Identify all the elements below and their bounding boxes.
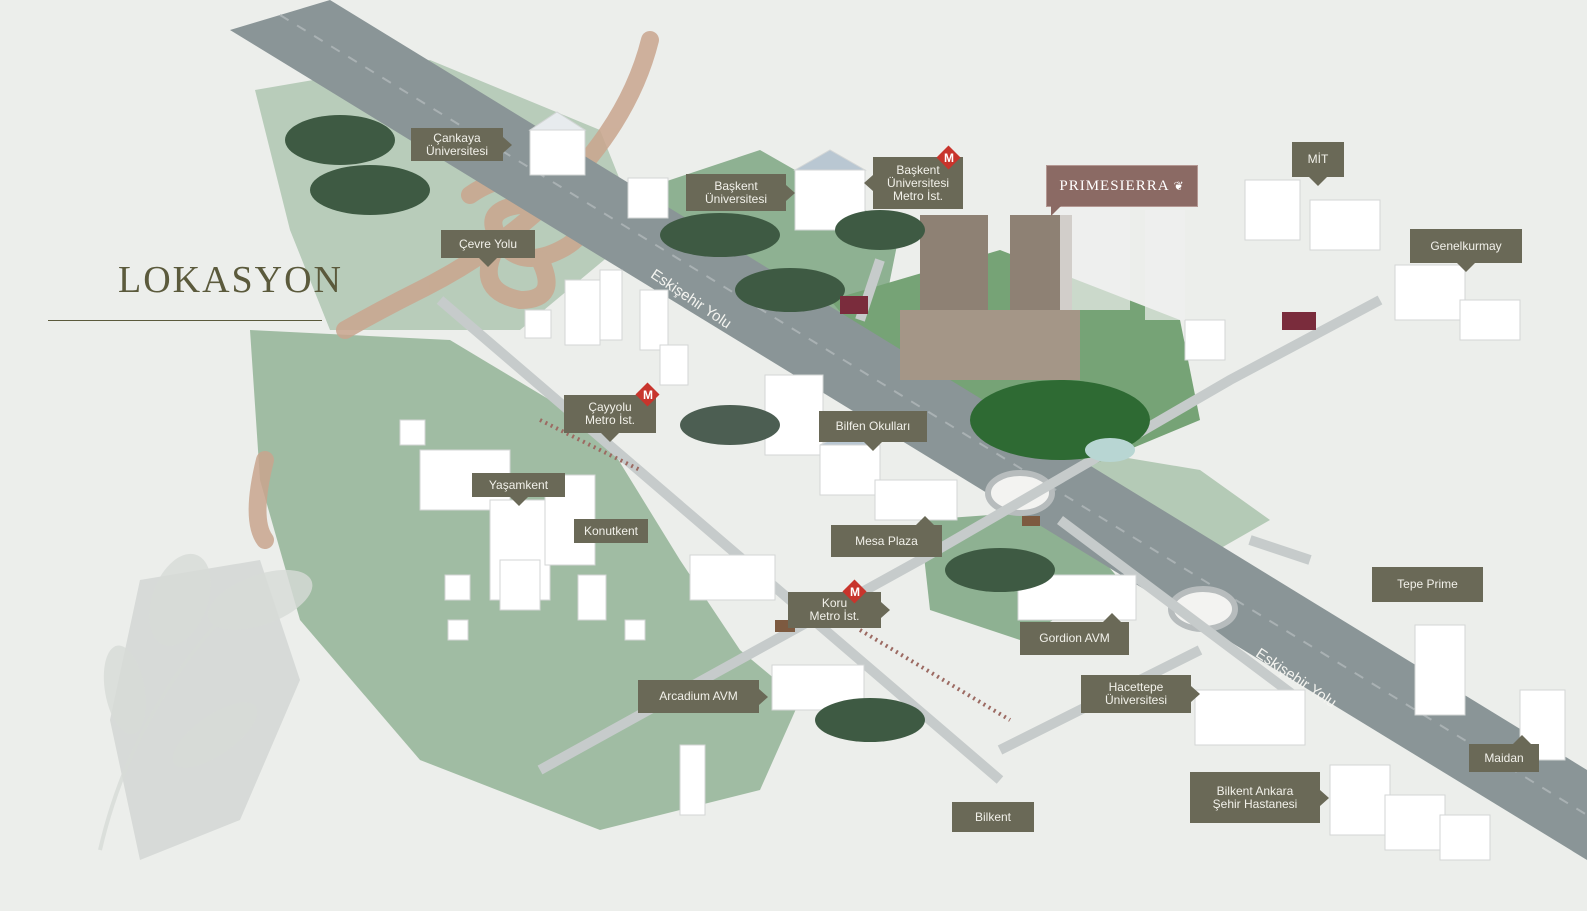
label-baskent-university[interactable]: Başkent Üniversitesi xyxy=(686,174,795,211)
label-hacettepe[interactable]: Hacettepe Üniversitesi xyxy=(1081,675,1200,713)
label-mesa-plaza[interactable]: Mesa Plaza xyxy=(831,516,942,557)
label-tepe-prime[interactable]: Tepe Prime xyxy=(1372,567,1483,602)
vehicles xyxy=(775,296,1316,632)
label-mit[interactable]: MİT xyxy=(1292,142,1344,186)
label-koru-metro[interactable]: Koru Metro İst. xyxy=(788,592,890,628)
title-divider xyxy=(48,320,322,321)
label-yasamkent[interactable]: Yaşamkent xyxy=(472,473,565,506)
label-gordion[interactable]: Gordion AVM xyxy=(1020,613,1129,655)
label-bilkent-hospital[interactable]: Bilkent Ankara Şehir Hastanesi xyxy=(1190,772,1329,823)
label-genelkurmay[interactable]: Genelkurmay xyxy=(1410,229,1522,272)
metro-badge-koru: M xyxy=(842,579,867,604)
brand-name: PRIMESIERRA xyxy=(1059,177,1170,194)
label-cevre-yolu[interactable]: Çevre Yolu xyxy=(441,230,535,267)
primesierra-brand-badge[interactable]: PRIMESIERRA ❦ xyxy=(1046,165,1198,216)
primesierra-towers xyxy=(900,200,1185,380)
buildings xyxy=(399,111,1566,861)
label-bilkent[interactable]: Bilkent xyxy=(952,802,1034,832)
leaf-icon: ❦ xyxy=(1173,178,1185,193)
metro-tracks xyxy=(539,418,1012,722)
label-cayyolu-metro[interactable]: Çayyolu Metro İst. xyxy=(564,395,656,442)
leaf-decoration xyxy=(98,553,313,851)
tree-clusters xyxy=(285,115,1150,742)
label-maidan[interactable]: Maidan xyxy=(1469,735,1539,772)
label-arcadium[interactable]: Arcadium AVM xyxy=(638,680,768,713)
label-konutkent[interactable]: Konutkent xyxy=(574,519,648,543)
label-bilfen[interactable]: Bilfen Okulları xyxy=(819,411,927,451)
metro-badge-baskent: M xyxy=(936,145,961,170)
metro-badge-cayyolu: M xyxy=(635,382,660,407)
label-cankaya-university[interactable]: Çankaya Üniversitesi xyxy=(411,128,512,161)
page-title: LOKASYON xyxy=(118,259,343,301)
